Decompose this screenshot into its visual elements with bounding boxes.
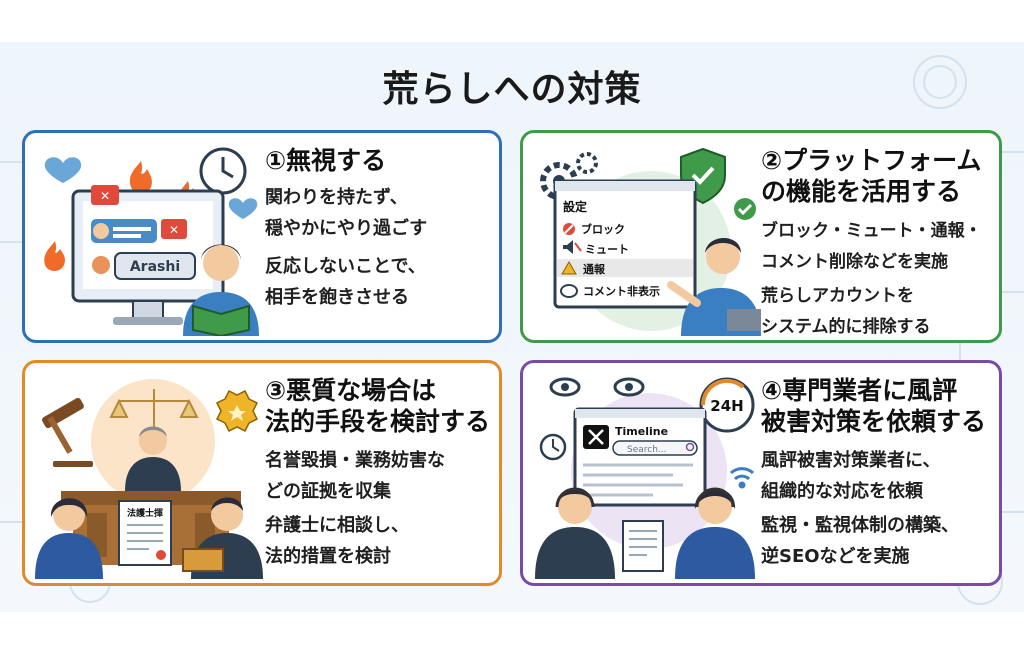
- gavel-icon: [42, 397, 93, 467]
- card-point: 反応しないことで、: [265, 256, 426, 277]
- card-point: 名誉毀損・業務妨害な: [265, 450, 445, 471]
- card-point: 穏やかにやり過ごす: [265, 218, 428, 239]
- card-ignore: ✕ ✕ Arashi ①無視する 関わりを持たず、 穏やかにやり過ごす 反応しな…: [22, 130, 502, 343]
- search-input[interactable]: [612, 440, 698, 456]
- check-circle-icon: [734, 198, 756, 220]
- card-point: 弁護士に相談し、: [265, 515, 409, 536]
- clock-24h-icon: 24H: [699, 377, 755, 433]
- card-heading: ③悪質な場合は 法的手段を検討する: [265, 375, 497, 437]
- menu-item-hide-comment[interactable]: コメント非表示: [583, 284, 660, 298]
- card-point: 荒らしアカウントを: [761, 286, 914, 306]
- card-heading: ②プラットフォーム の機能を活用する: [761, 145, 993, 207]
- clock-badge: 24H: [710, 397, 743, 415]
- lawyer-figure: [182, 497, 263, 579]
- card-legal-action: 法護士揮 ③悪質な場合は 法的手段を検討する 名誉毀損・業務妨害な: [22, 360, 502, 586]
- card-point: 監視・監視体制の構築、: [761, 515, 959, 536]
- avatar: [93, 223, 109, 239]
- card-point: 相手を飽きさせる: [265, 287, 409, 308]
- card-heading: ①無視する: [265, 146, 387, 175]
- card-point: どの証拠を収集: [265, 481, 391, 502]
- legal-illustration: 法護士揮: [35, 379, 263, 579]
- book-icon: [182, 548, 224, 572]
- card-heading-line: 被害対策を依頼する: [761, 407, 987, 436]
- eye-icon: [549, 377, 581, 397]
- document-icon: [622, 520, 664, 572]
- document-icon: 法護士揮: [118, 500, 172, 566]
- card-heading-line: ③悪質な場合は: [265, 376, 437, 405]
- platform-illustration: 設定 ブロック ミュート 通報 コメント非表示: [540, 147, 761, 336]
- menu-item-block[interactable]: ブロック: [581, 222, 625, 236]
- card-platform-features: 設定 ブロック ミュート 通報 コメント非表示 ②プラットフォー: [520, 130, 1002, 343]
- reading-person: [183, 244, 259, 336]
- card-heading-line: の機能を活用する: [761, 177, 962, 206]
- card-reputation-service: 24H Timeline Search...: [520, 360, 1002, 586]
- infographic-canvas: 荒らしへの対策 ✕ ✕ Arashi: [0, 42, 1024, 612]
- eye-icon: [613, 377, 645, 397]
- card-point: 逆SEOなどを実施: [761, 546, 910, 567]
- heart-icon: [228, 198, 258, 219]
- card-point: 法的措置を検討: [265, 546, 391, 567]
- heart-icon: [44, 157, 82, 183]
- page-title: 荒らしへの対策: [382, 69, 642, 110]
- angry-bubble-icon: ✕: [91, 185, 119, 205]
- fire-icon: [44, 241, 65, 271]
- card-point: 組織的な対応を依頼: [761, 481, 923, 502]
- timeline-label: Timeline: [615, 425, 668, 438]
- card-point: コメント削除などを実施: [761, 252, 948, 272]
- operator-man: [535, 487, 615, 579]
- angry-bubble-icon: ✕: [161, 219, 187, 239]
- pointing-person: [667, 238, 761, 336]
- fire-icon: [129, 161, 152, 193]
- timeline-window: Timeline Search...: [573, 407, 707, 507]
- warning-icon: [561, 261, 577, 275]
- wifi-icon: [729, 467, 755, 489]
- operator-woman: [675, 487, 755, 579]
- police-badge-icon: [215, 389, 259, 433]
- svg-text:✕: ✕: [100, 189, 110, 203]
- comment-hidden-icon: [560, 284, 578, 298]
- clock-icon: [539, 433, 567, 461]
- card-heading-line: ②プラットフォーム: [761, 146, 982, 175]
- block-icon: [563, 223, 575, 235]
- monitoring-illustration: 24H Timeline Search...: [535, 377, 755, 579]
- gear-icon: [576, 152, 598, 174]
- woman-figure: [35, 498, 103, 579]
- headset-icon: [695, 487, 735, 508]
- clock-icon: [199, 147, 247, 195]
- laptop-icon: [727, 309, 761, 331]
- card-heading: ④専門業者に風評 被害対策を依頼する: [761, 375, 993, 437]
- book-icon: [192, 304, 250, 336]
- search-icon: [685, 442, 695, 452]
- settings-window: 設定 ブロック ミュート 通報 コメント非表示: [553, 179, 697, 309]
- svg-text:✕: ✕: [169, 223, 179, 237]
- card-point: ブロック・ミュート・通報・: [761, 221, 982, 241]
- document-label: 法護士揮: [127, 507, 163, 519]
- card-point: 関わりを持たず、: [265, 187, 408, 208]
- menu-item-report[interactable]: 通報: [583, 262, 606, 276]
- judge-figure: [125, 426, 181, 491]
- card-point: 風評被害対策業者に、: [761, 450, 941, 471]
- headset-icon: [555, 487, 595, 508]
- ignore-illustration: ✕ ✕ Arashi: [44, 147, 259, 336]
- menu-title: 設定: [563, 199, 587, 214]
- screen-label: Arashi: [130, 259, 180, 275]
- menu-item-mute[interactable]: ミュート: [585, 243, 629, 256]
- avatar: [92, 256, 110, 274]
- card-heading-line: ④専門業者に風評: [761, 376, 958, 405]
- card-heading-line: 法的手段を検討する: [265, 407, 491, 436]
- search-placeholder: Search...: [627, 445, 667, 455]
- card-point: システム的に排除する: [761, 317, 931, 337]
- mute-icon: [563, 240, 582, 254]
- scales-icon: [109, 389, 199, 431]
